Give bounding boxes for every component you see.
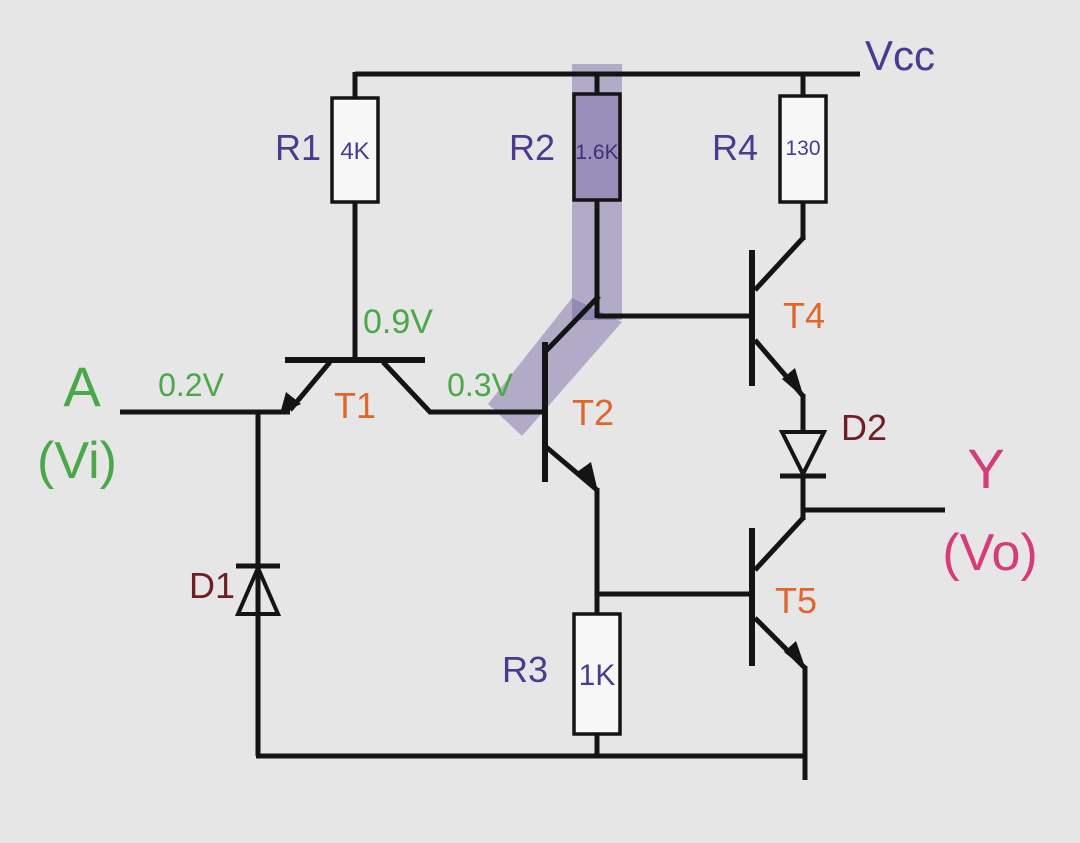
r1-name: R1 (275, 127, 321, 168)
diode-d1: D1 (189, 562, 282, 616)
d2-body (778, 430, 828, 479)
r2-body (572, 92, 622, 202)
t1-collector-wire (381, 360, 545, 415)
t2-label: T2 (572, 392, 614, 433)
resistor-r4: 130 R4 (712, 94, 828, 204)
t1-label: T1 (334, 385, 376, 426)
transistor-t2: T2 (542, 342, 614, 492)
r1-value: 4K (340, 138, 369, 165)
wires (120, 71, 945, 780)
transistor-t4: T4 (749, 250, 825, 398)
t1-emitter-arrow (280, 392, 301, 414)
r1-body (330, 96, 380, 204)
diode-d2: D2 (778, 407, 887, 479)
transistor-t5: T5 (749, 528, 817, 670)
input-voltage: 0.2V (158, 367, 224, 403)
t5-collector-lead (753, 516, 805, 572)
r4-body (778, 94, 828, 204)
t4-collector-lead (753, 236, 805, 292)
output-signal: (Vo) (942, 524, 1037, 582)
resistor-r1: 4K R1 (275, 96, 380, 204)
t1-base-voltage: 0.9V (363, 303, 433, 341)
input-signal: (Vi) (37, 432, 117, 490)
d1-label: D1 (189, 565, 235, 606)
t2-collector-lead (543, 294, 601, 354)
r3-value: 1K (579, 659, 616, 692)
d2-label: D2 (841, 407, 887, 448)
d1-body (234, 562, 282, 616)
r3-name: R3 (502, 649, 548, 690)
input-name: A (63, 355, 101, 418)
r2-name: R2 (509, 127, 555, 168)
r2-value: 1.6K (575, 141, 618, 164)
t4-label: T4 (783, 295, 825, 336)
r4-name: R4 (712, 127, 758, 168)
t5-label: T5 (775, 580, 817, 621)
t4-emitter-arrow (782, 368, 804, 398)
t5-emitter-arrow (784, 641, 806, 670)
highlight-diagonal (488, 298, 622, 436)
t2-emitter-arrow (577, 462, 598, 492)
vcc-label: Vcc (865, 32, 935, 79)
resistor-r3: 1K R3 (502, 612, 622, 736)
transistor-t1: T1 (280, 357, 425, 426)
r3-body (572, 612, 622, 736)
t2-base-voltage: 0.3V (447, 367, 513, 403)
r4-value: 130 (785, 137, 820, 160)
resistor-r2: 1.6K R2 (509, 92, 622, 202)
output-name: Y (967, 437, 1004, 500)
